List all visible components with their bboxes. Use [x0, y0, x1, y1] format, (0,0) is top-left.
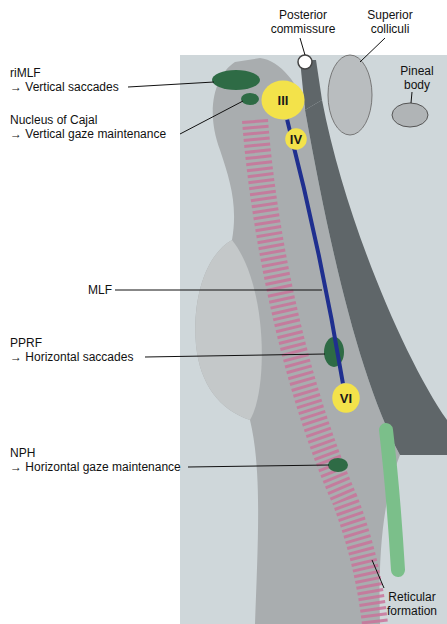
structure-label: Nucleus of Cajal	[10, 113, 97, 127]
cranial-nerve-nucleus: VI	[332, 383, 360, 413]
structure-label: Reticular formation	[380, 590, 444, 618]
structure-label: Pineal body	[392, 64, 442, 92]
leader-line	[115, 290, 322, 291]
cranial-nerve-nucleus: III	[261, 80, 305, 120]
pons-basis	[195, 240, 262, 420]
green-band	[386, 430, 398, 570]
cranial-nerve-nucleus: IV	[285, 128, 307, 150]
structure-label: riMLF	[10, 66, 41, 80]
leader-line	[145, 354, 325, 357]
structure-label: PPRF	[10, 336, 42, 350]
leader-line	[128, 82, 214, 87]
fourth-ventricle	[305, 100, 447, 455]
leader-line	[188, 465, 329, 467]
structure-label: NPH	[10, 446, 35, 460]
leader-lines	[115, 38, 412, 588]
structure-label: Posterior commissure	[268, 8, 338, 36]
structure-label: → Horizontal gaze maintenance	[10, 460, 181, 474]
pprf-nucleus	[324, 337, 344, 367]
leader-line	[360, 38, 385, 62]
rimlf-nucleus	[212, 70, 260, 90]
structure-label: → Vertical saccades	[10, 80, 119, 94]
leader-line	[300, 38, 305, 55]
leader-line	[372, 560, 384, 588]
posterior-commissure	[298, 55, 312, 69]
nph-nucleus	[328, 458, 348, 472]
nucleus-number: VI	[340, 391, 352, 406]
structure-label: → Vertical gaze maintenance	[10, 127, 166, 141]
structure-label: Superior colliculi	[360, 8, 420, 36]
nucleus-fill	[332, 383, 359, 412]
superior-colliculi	[328, 55, 372, 135]
leader-line	[411, 92, 412, 103]
reticular-formation	[255, 120, 375, 624]
backdrop	[180, 55, 447, 624]
leader-line	[180, 101, 243, 134]
nucleus-number: III	[278, 93, 289, 108]
nucleus-fill	[261, 80, 304, 119]
nucleus-fill	[285, 128, 307, 150]
cajal-nucleus	[241, 93, 259, 105]
pineal-body	[392, 103, 428, 127]
nucleus-number: IV	[290, 132, 302, 147]
mlf-tract	[287, 120, 343, 384]
structure-label: → Horizontal saccades	[10, 350, 133, 364]
structure-label: MLF	[88, 283, 112, 297]
